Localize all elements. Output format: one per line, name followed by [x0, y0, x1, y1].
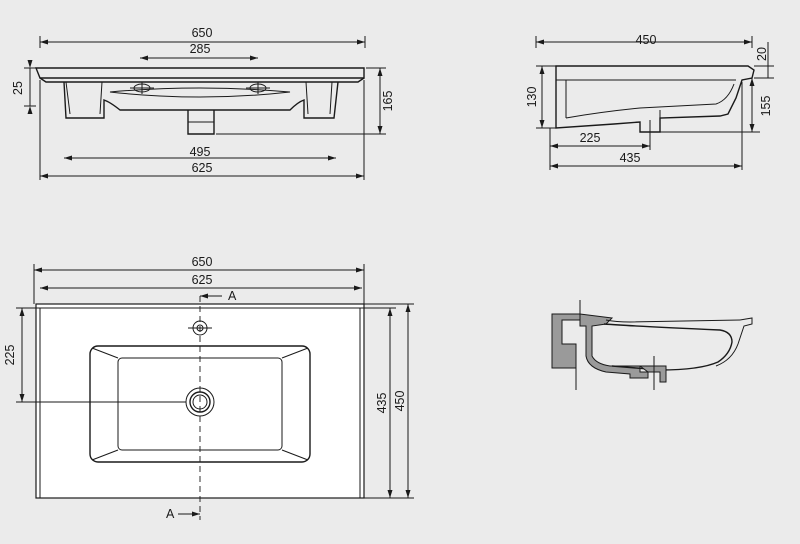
dim-650: 650	[192, 26, 213, 40]
plan-view: 650 625 A	[3, 255, 414, 521]
section-view	[551, 300, 753, 390]
side-body	[555, 65, 755, 133]
dim-450-plan: 450	[393, 391, 407, 412]
dim-625: 625	[192, 161, 213, 175]
dim-435-side: 435	[620, 151, 641, 165]
dim-165: 165	[381, 91, 395, 112]
dim-225-plan: 225	[3, 345, 17, 366]
dim-650-plan: 650	[192, 255, 213, 269]
dim-155: 155	[759, 96, 773, 117]
section-marker-a-bottom: A	[166, 507, 175, 521]
tap-hole-left	[130, 82, 154, 94]
section-back-wall	[551, 313, 581, 369]
dim-130: 130	[525, 87, 539, 108]
dim-20: 20	[755, 47, 769, 61]
front-view: 650 285 25	[11, 26, 395, 180]
side-view: 450 20 130 155 225	[525, 33, 774, 170]
dim-225-side: 225	[580, 131, 601, 145]
section-marker-a-top: A	[228, 289, 237, 303]
dim-450-side: 450	[636, 33, 657, 47]
dim-495: 495	[190, 145, 211, 159]
tap-hole-right	[246, 82, 270, 94]
front-rim	[34, 67, 365, 79]
dim-25: 25	[11, 81, 25, 95]
dim-285: 285	[190, 42, 211, 56]
dim-625-plan: 625	[192, 273, 213, 287]
dim-435-plan: 435	[375, 393, 389, 414]
